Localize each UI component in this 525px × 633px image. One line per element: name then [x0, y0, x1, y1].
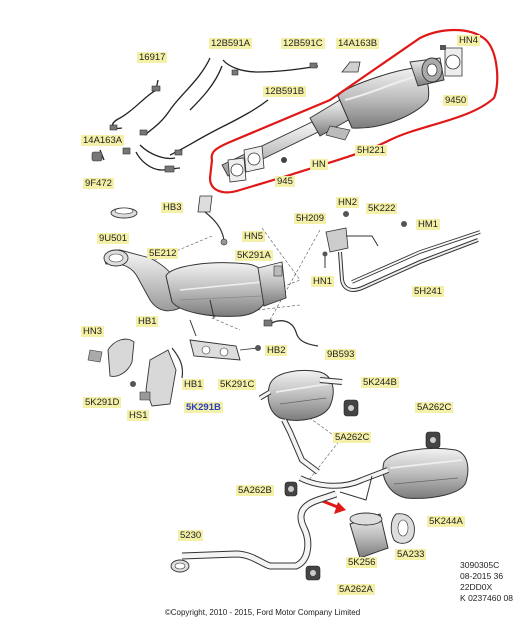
sensor-wires — [99, 57, 319, 171]
egr-pipe-assembly — [322, 211, 481, 292]
sensor-plugs — [91, 62, 318, 173]
part-label-hn-top: HN — [310, 159, 328, 170]
part-label-5k244a: 5K244A — [427, 516, 465, 527]
reference-line-1: 3090305C — [460, 560, 500, 570]
rubber-mount-holes — [288, 405, 436, 576]
part-label-hn3: HN3 — [81, 326, 105, 337]
tailpipe-section — [349, 512, 415, 559]
part-label-9450-top: 9450 — [443, 95, 469, 106]
part-label-hb2: HB2 — [265, 345, 288, 356]
reference-line-3: 22DD0X — [460, 582, 493, 592]
catalytic-converter — [103, 249, 287, 317]
part-label-5k291d: 5K291D — [83, 397, 122, 408]
part-label-5a262c-right: 5A262C — [415, 402, 454, 413]
part-label-5a262a: 5A262A — [337, 584, 375, 595]
part-label-hb3: HB3 — [161, 202, 184, 213]
part-label-9u501: 9U501 — [97, 233, 129, 244]
part-label-14a163a: 14A163A — [81, 135, 125, 146]
copyright-notice: ©Copyright, 2010 - 2015, Ford Motor Comp… — [164, 608, 361, 617]
part-label-5h221: 5H221 — [355, 145, 387, 156]
part-label-5k222: 5K222 — [366, 203, 398, 214]
dpf-assembly — [221, 45, 463, 183]
part-label-5230: 5230 — [178, 530, 204, 541]
part-label-hm1: HM1 — [416, 219, 441, 230]
part-label-5k291b: 5K291B — [184, 402, 223, 413]
part-label-hn5: HN5 — [242, 231, 266, 242]
part-label-14a163b: 14A163B — [336, 38, 380, 49]
part-label-5k256: 5K256 — [346, 557, 378, 568]
part-label-hb1-upper: HB1 — [136, 316, 159, 327]
reference-line-4: K 0237460 08 — [460, 593, 513, 603]
drawing-reference: 3090305C 08-2015 36 22DD0X K 0237460 08 — [460, 560, 513, 604]
part-label-5a262b: 5A262B — [236, 485, 274, 496]
part-label-hb1-lower: HB1 — [182, 379, 205, 390]
part-label-5k291c: 5K291C — [218, 379, 257, 390]
part-label-hn1: HN1 — [311, 276, 335, 287]
center-silencer — [258, 370, 343, 475]
part-label-5a233: 5A233 — [395, 549, 427, 560]
part-label-16917: 16917 — [137, 52, 168, 63]
part-label-5a262c-center: 5A262C — [333, 432, 372, 443]
part-label-5h241: 5H241 — [412, 286, 444, 297]
part-label-hn2: HN2 — [336, 197, 360, 208]
brackets-lower — [87, 299, 319, 407]
rear-muffler — [298, 448, 469, 501]
part-label-12b591a: 12B591A — [209, 38, 253, 49]
red-arrow — [319, 498, 346, 514]
part-label-9f472: 9F472 — [83, 178, 114, 189]
reference-line-2: 08-2015 36 — [460, 571, 504, 581]
part-label-5e212: 5E212 — [147, 248, 179, 259]
part-label-hs1: HS1 — [127, 410, 150, 421]
part-label-12b591b: 12B591B — [263, 86, 307, 97]
part-label-9450-mid: 945 — [275, 176, 295, 187]
part-label-5k291a: 5K291A — [235, 250, 273, 261]
part-label-5h209: 5H209 — [294, 213, 326, 224]
part-label-12b591c: 12B591C — [281, 38, 325, 49]
clamp-parts — [110, 195, 228, 246]
part-label-9b593: 9B593 — [325, 349, 357, 360]
part-label-hn4: HN4 — [457, 35, 481, 46]
part-label-5k244b: 5K244B — [361, 377, 399, 388]
highlight-outline — [208, 29, 499, 194]
front-pipe — [170, 490, 338, 573]
